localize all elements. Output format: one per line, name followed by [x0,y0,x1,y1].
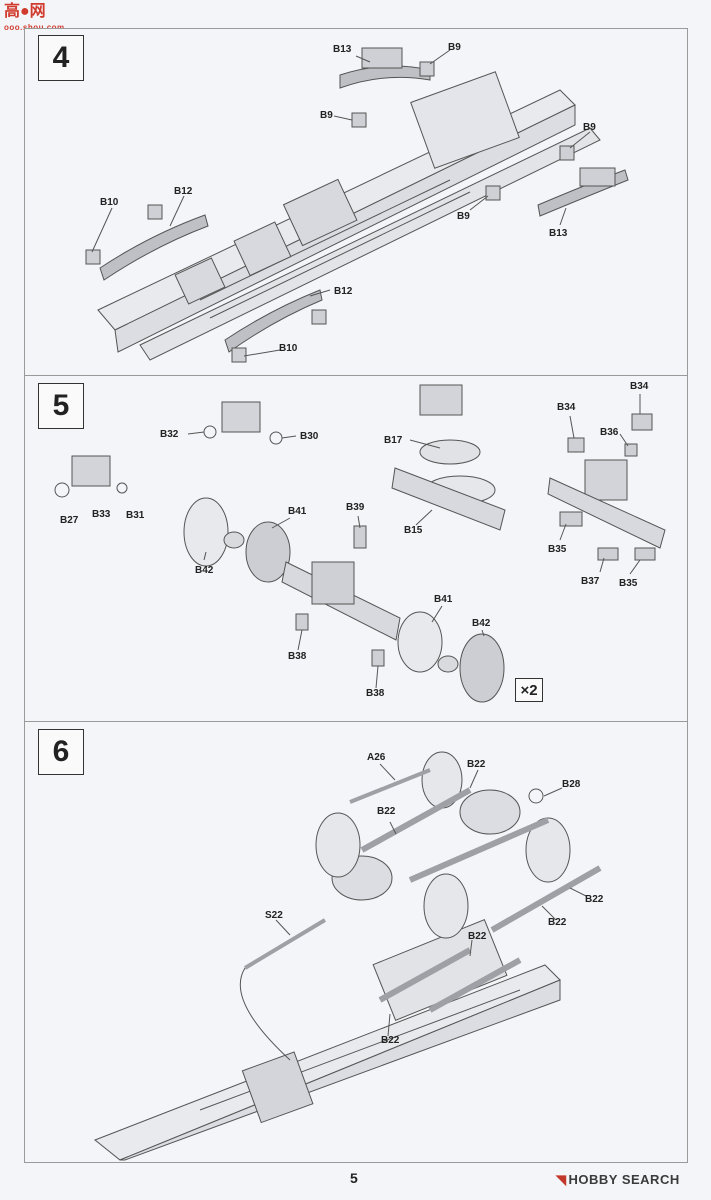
step-number-5: 5 [38,383,84,429]
part-label-b9: B9 [320,110,333,121]
part-label-b42: B42 [195,565,214,576]
part-label-b38: B38 [288,651,307,662]
step-number-4: 4 [38,35,84,81]
part-label-b37: B37 [581,576,600,587]
part-label-b30: B30 [300,431,319,442]
brand-text: HOBBY SEARCH [568,1172,680,1187]
part-label-b13: B13 [549,228,568,239]
part-label-b22: B22 [377,806,396,817]
divider-step5-step6 [25,721,687,722]
part-label-s22: S22 [265,910,283,921]
quantity-multiplier: ×2 [515,678,543,702]
part-label-b32: B32 [160,429,179,440]
part-label-b34: B34 [557,402,576,413]
part-label-b12: B12 [174,186,193,197]
brand-mark-icon: ◥ [556,1172,567,1187]
part-label-b22: B22 [467,759,486,770]
part-label-a26: A26 [367,752,386,763]
part-label-b38: B38 [366,688,385,699]
part-label-b17: B17 [384,435,403,446]
part-label-b39: B39 [346,502,365,513]
part-label-b35: B35 [548,544,567,555]
part-label-b35: B35 [619,578,638,589]
part-label-b34: B34 [630,381,649,392]
watermark-logo: 高●网 ooo.shou.com [4,4,74,40]
part-label-b9: B9 [457,211,470,222]
step-number-6: 6 [38,729,84,775]
page-number: 5 [350,1170,358,1186]
part-label-b9: B9 [448,42,461,53]
part-label-b33: B33 [92,509,111,520]
step4-chassis-drawing [86,48,628,362]
part-label-b27: B27 [60,515,79,526]
part-label-b36: B36 [600,427,619,438]
hobby-search-logo: ◥HOBBY SEARCH [556,1172,680,1188]
part-label-b15: B15 [404,525,423,536]
part-label-b9: B9 [583,122,596,133]
part-label-b12: B12 [334,286,353,297]
watermark-logo-text: 高●网 [4,3,46,20]
part-label-b10: B10 [279,343,298,354]
step6-bogie-drawing [95,752,600,1160]
part-label-b28: B28 [562,779,581,790]
divider-step4-step5 [25,375,687,376]
watermark-site: ooo.shou.com [4,20,74,36]
part-label-b22: B22 [548,917,567,928]
part-label-b22: B22 [468,931,487,942]
part-label-b22: B22 [585,894,604,905]
part-label-b13: B13 [333,44,352,55]
part-label-b41: B41 [288,506,307,517]
part-label-b41: B41 [434,594,453,605]
part-label-b22: B22 [381,1035,400,1046]
part-label-b10: B10 [100,197,119,208]
part-label-b31: B31 [126,510,145,521]
step5-axle-drawing [55,385,665,702]
part-label-b42: B42 [472,618,491,629]
